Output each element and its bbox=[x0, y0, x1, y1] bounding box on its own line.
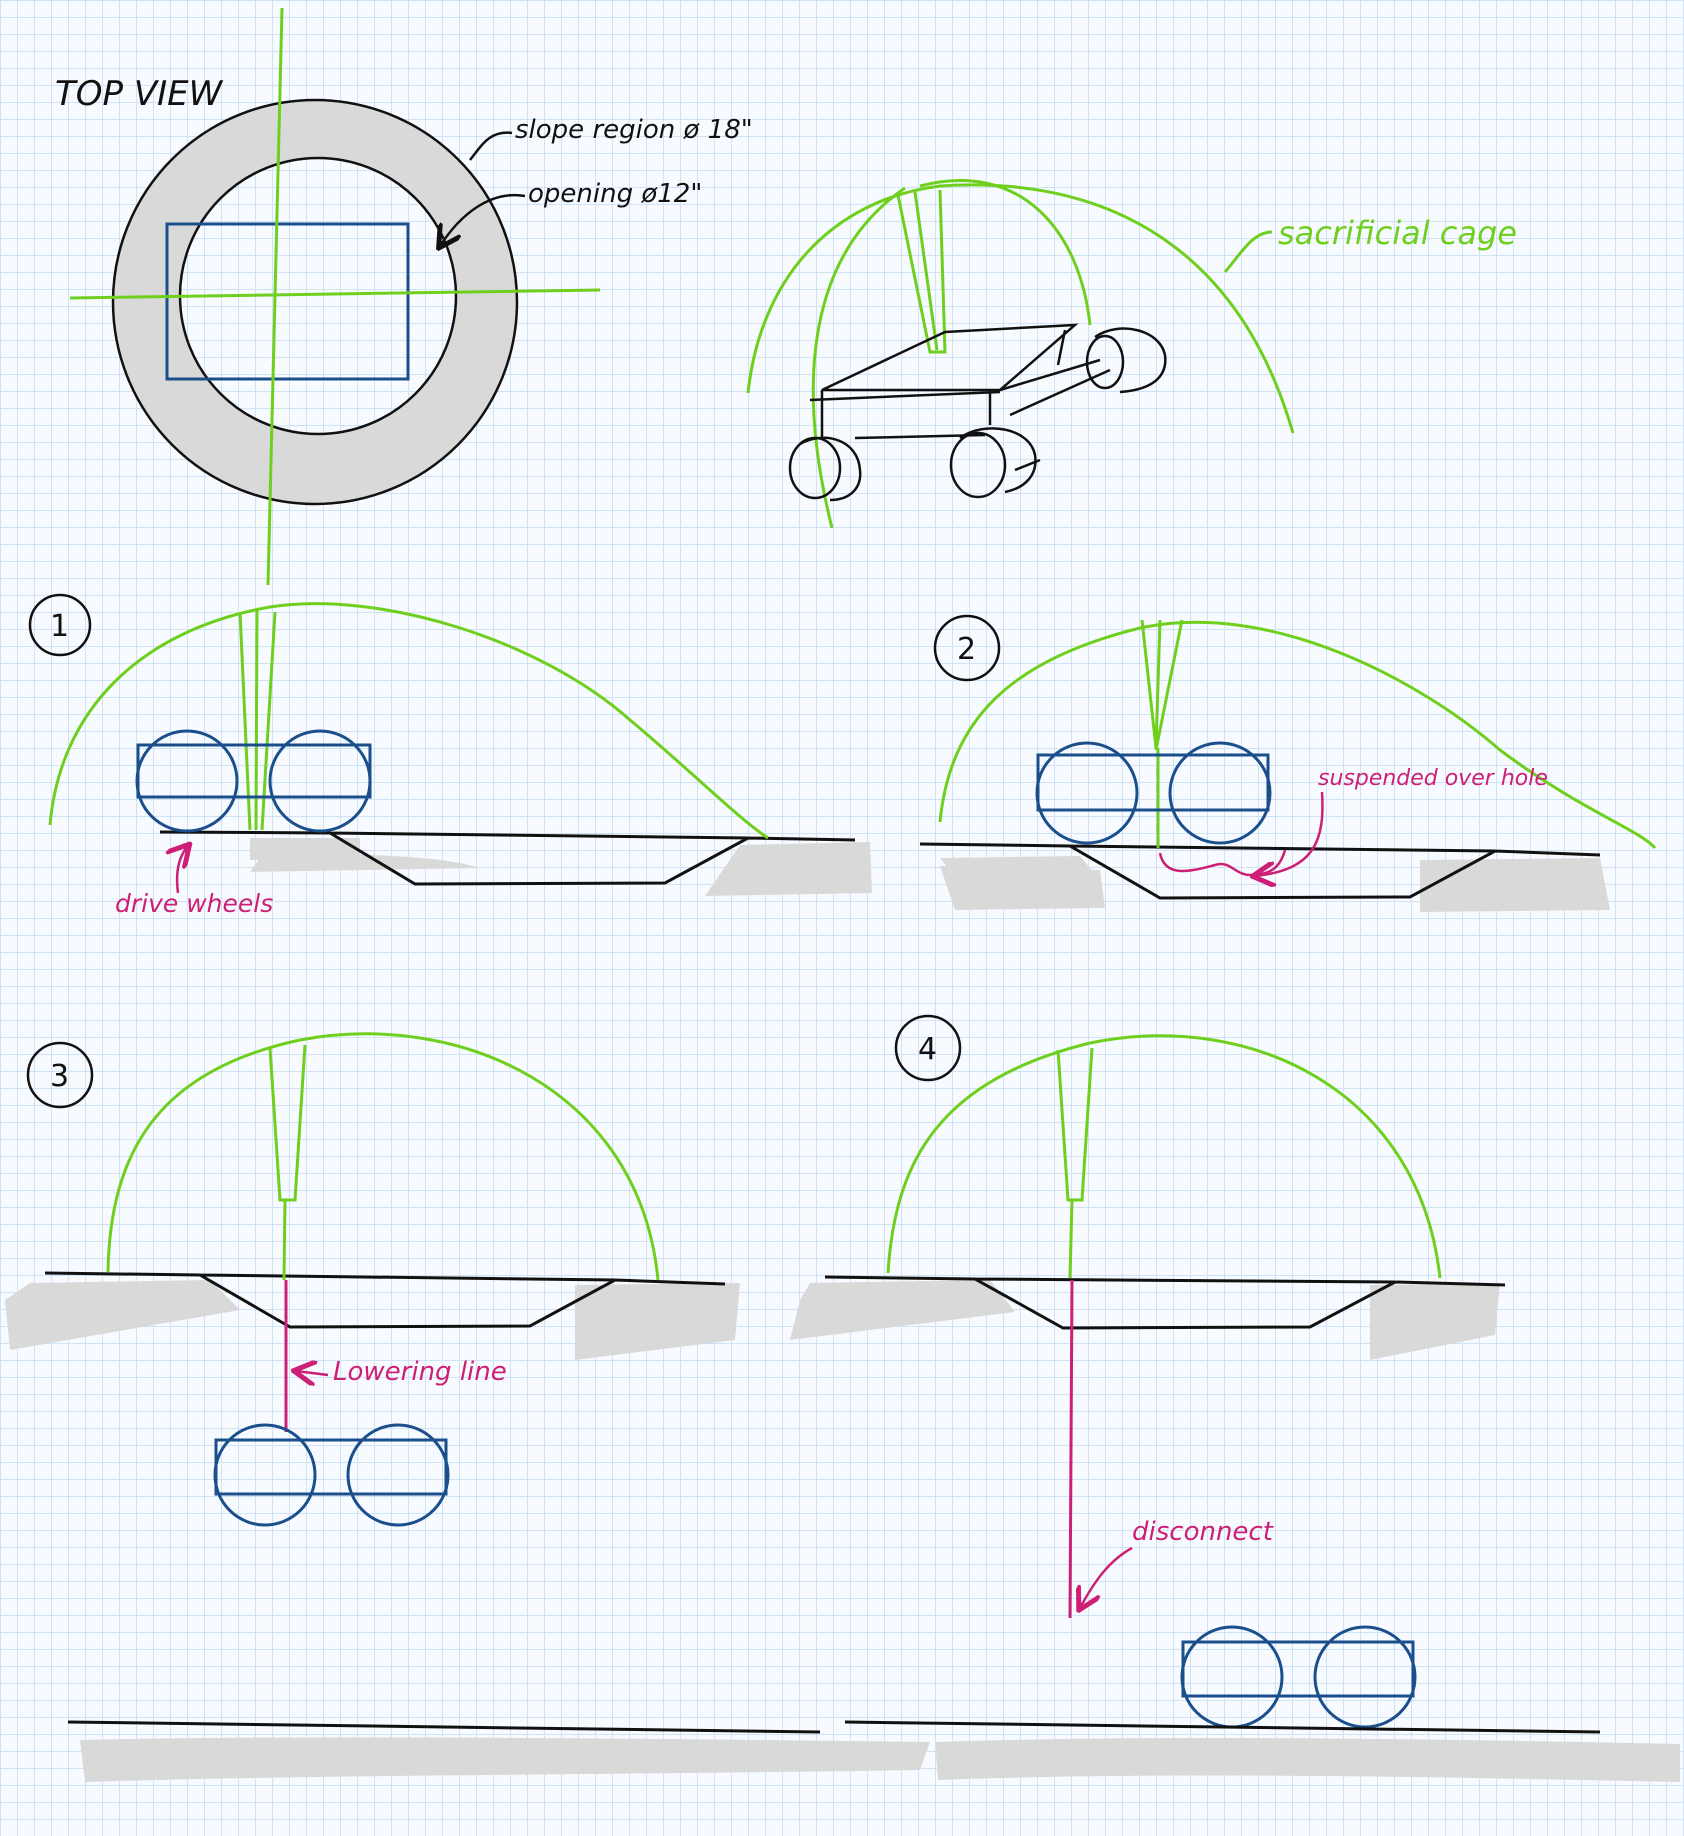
drive-wheels-arrow bbox=[177, 846, 188, 894]
disconnect-label: disconnect bbox=[1132, 1517, 1274, 1547]
perspective-view bbox=[746, 179, 1295, 529]
cage-mast bbox=[896, 189, 947, 354]
step-3-number: 3 bbox=[50, 1059, 69, 1094]
step-1-cage bbox=[48, 602, 769, 840]
step-4-floor bbox=[844, 1720, 1601, 1734]
lowering-line-arrow bbox=[296, 1371, 329, 1375]
rover-chassis-perspective bbox=[809, 323, 1111, 472]
step-2-badge bbox=[933, 614, 1001, 682]
step-1-badge bbox=[28, 593, 92, 657]
step-2-ground-shadow bbox=[940, 856, 1610, 912]
rover-wheels-perspective bbox=[788, 327, 1167, 502]
lowering-line-label: Lowering line bbox=[333, 1357, 507, 1387]
step-3-floor bbox=[67, 1720, 821, 1734]
step-4-rover bbox=[1180, 1625, 1417, 1729]
step-3-ground-shadow bbox=[5, 1280, 740, 1360]
disconnect-arrow bbox=[1080, 1546, 1133, 1608]
step-2-cage-mast bbox=[1140, 619, 1184, 848]
step-2-ground-hole bbox=[919, 842, 1601, 900]
opening-label: opening ø12" bbox=[528, 179, 702, 209]
step-1-rover bbox=[135, 729, 372, 833]
step-3-floor-shadow bbox=[80, 1737, 930, 1782]
disconnected-line bbox=[1068, 1279, 1074, 1619]
step-2-number: 2 bbox=[957, 632, 976, 667]
step-4-cage-mast bbox=[1056, 1047, 1094, 1279]
centerline-vertical bbox=[266, 7, 284, 586]
step-3-rover bbox=[213, 1423, 450, 1527]
step-4-panel bbox=[790, 1014, 1680, 1782]
rover-outline-top bbox=[165, 222, 410, 381]
step-3-badge bbox=[26, 1041, 94, 1109]
step-4-number: 4 bbox=[918, 1032, 937, 1067]
cage-arch-left bbox=[811, 186, 906, 529]
suspended-arrow bbox=[1255, 791, 1324, 876]
top-view-title: TOP VIEW bbox=[55, 74, 224, 114]
centerline-horizontal bbox=[69, 288, 601, 300]
slope-region-shading bbox=[113, 100, 518, 504]
step-2-rover bbox=[1035, 741, 1272, 845]
top-view bbox=[69, 7, 601, 586]
step-4-floor-shadow bbox=[935, 1737, 1680, 1782]
step-2-cage bbox=[938, 620, 1657, 850]
step-4-badge bbox=[894, 1014, 962, 1082]
cage-arch-right bbox=[919, 179, 1092, 326]
sacrificial-cage-label: sacrificial cage bbox=[1278, 214, 1517, 252]
step-4-ground-hole bbox=[824, 1275, 1506, 1330]
step-2-panel bbox=[919, 614, 1657, 912]
cage-label-leader bbox=[1223, 230, 1273, 273]
step-1-panel bbox=[28, 593, 872, 896]
step-1-ground-shadow-left bbox=[250, 838, 360, 860]
step-3-cage bbox=[106, 1032, 660, 1281]
opening-leader bbox=[440, 193, 526, 246]
suspended-bracket bbox=[1158, 849, 1287, 877]
step-3-ground-hole bbox=[44, 1271, 726, 1329]
suspended-over-hole-label: suspended over hole bbox=[1318, 766, 1548, 791]
step-3-panel bbox=[5, 1032, 930, 1782]
cage-arch-outer bbox=[746, 183, 1295, 434]
step-1-cage-mast bbox=[238, 609, 277, 831]
step-4-cage bbox=[886, 1034, 1442, 1279]
step-1-ground-shadow bbox=[250, 842, 872, 896]
step-3-cage-mast bbox=[268, 1044, 307, 1281]
slope-region-leader bbox=[469, 131, 513, 161]
step-1-number: 1 bbox=[50, 609, 69, 644]
step-4-ground-shadow bbox=[790, 1280, 1500, 1360]
slope-region-outer-circle bbox=[111, 98, 519, 506]
slope-region-label: slope region ø 18" bbox=[515, 115, 753, 145]
drive-wheels-label: drive wheels bbox=[115, 889, 273, 918]
